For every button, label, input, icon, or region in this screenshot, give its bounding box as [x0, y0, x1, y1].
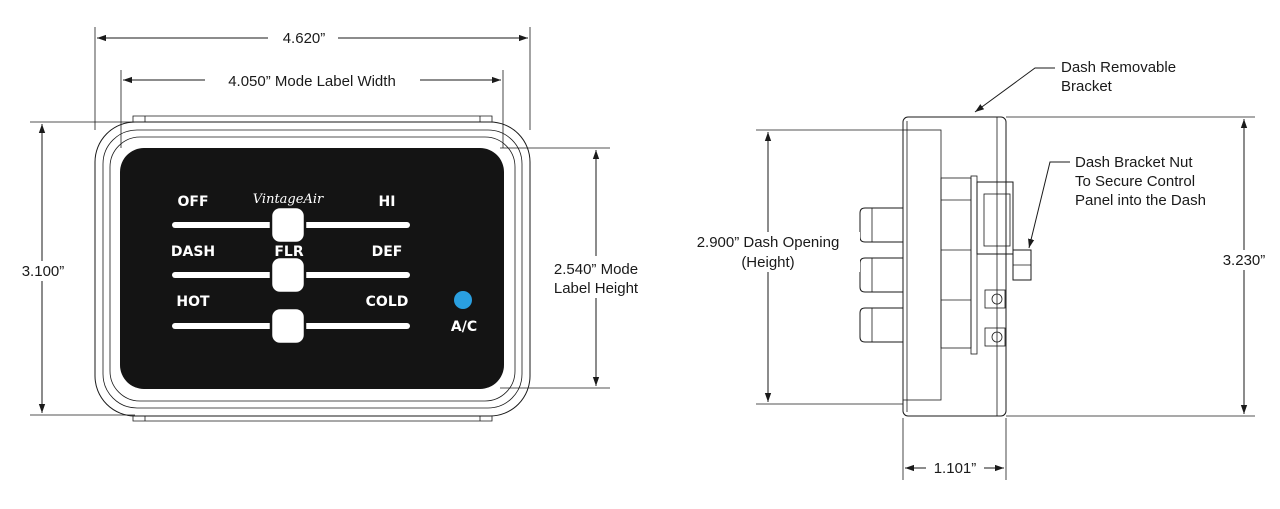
side-bezel-body — [902, 116, 1007, 417]
dim-text-bg — [926, 458, 984, 478]
front-bezel-inner — [102, 129, 523, 409]
callout-bracket-line1: Dash Removable — [1061, 59, 1176, 76]
dim-side-height: 3.230” — [1223, 252, 1266, 269]
side-bracket-plate — [983, 193, 1011, 247]
side-dimensions: Dash Removable Bracket Dash Bracket Nut … — [680, 59, 1274, 480]
dim-dash-opening-line2: (Height) — [741, 254, 794, 271]
front-top-flange — [132, 115, 493, 122]
side-screw — [991, 293, 1003, 305]
mode-label-panel — [120, 148, 504, 389]
side-mechanism — [940, 177, 972, 349]
callout-nut-line1: Dash Bracket Nut — [1075, 154, 1193, 171]
ac-indicator-light — [454, 291, 472, 309]
leader-bracket-nut — [1028, 161, 1070, 249]
label-dash: DASH — [171, 244, 215, 260]
label-hot: HOT — [176, 294, 210, 310]
label-off: OFF — [177, 194, 208, 210]
label-def: DEF — [372, 244, 403, 260]
side-circuit-board — [970, 175, 978, 355]
side-knob-mid — [859, 257, 903, 293]
brand-logo: VintageAir — [253, 192, 324, 207]
side-knob-bottom — [859, 307, 903, 343]
dim-text-bg — [544, 256, 652, 298]
side-connector — [984, 289, 1006, 309]
slider-knob-fan[interactable] — [269, 205, 307, 245]
label-cold: COLD — [366, 294, 409, 310]
front-view: VintageAir OFF HI DASH FLR DEF HOT COLD … — [94, 115, 531, 422]
callout-nut-line2: To Secure Control — [1075, 173, 1195, 190]
side-bracket — [976, 181, 1014, 255]
label-hi: HI — [379, 194, 396, 210]
dim-depth: 1.101” — [934, 460, 977, 477]
dim-text-bg — [205, 70, 420, 90]
dim-text-bg — [12, 261, 74, 281]
side-screw — [991, 331, 1003, 343]
label-flr: FLR — [274, 244, 303, 260]
dim-text-bg — [268, 28, 338, 48]
side-connector — [984, 327, 1006, 347]
dim-dash-opening-line1: 2.900” Dash Opening — [697, 234, 840, 251]
front-dimensions: 4.620” 4.050” Mode Label Width 3.100” 2.… — [12, 27, 652, 416]
front-bezel-inner2 — [109, 136, 516, 402]
callout-nut-line3: Panel into the Dash — [1075, 192, 1206, 209]
callout-bracket-line2: Bracket — [1061, 78, 1113, 95]
front-bottom-flange — [132, 416, 493, 422]
dim-overall-height: 3.100” — [22, 263, 65, 280]
label-ac: A/C — [451, 319, 477, 335]
side-knob-top — [859, 207, 903, 243]
dim-label-height-line1: 2.540” Mode — [554, 261, 638, 278]
side-faceplate — [902, 129, 942, 401]
dim-overall-width: 4.620” — [283, 30, 326, 47]
leader-removable-bracket — [974, 67, 1055, 113]
front-bezel-outer — [94, 121, 531, 417]
slider-knob-mode[interactable] — [269, 255, 307, 295]
dim-text-bg — [680, 232, 860, 272]
dim-label-height-line2: Label Height — [554, 280, 639, 297]
dim-label-width: 4.050” Mode Label Width — [228, 73, 396, 90]
dim-text-bg — [1212, 250, 1274, 270]
side-view — [859, 116, 1032, 417]
slider-knob-temp[interactable] — [269, 306, 307, 346]
